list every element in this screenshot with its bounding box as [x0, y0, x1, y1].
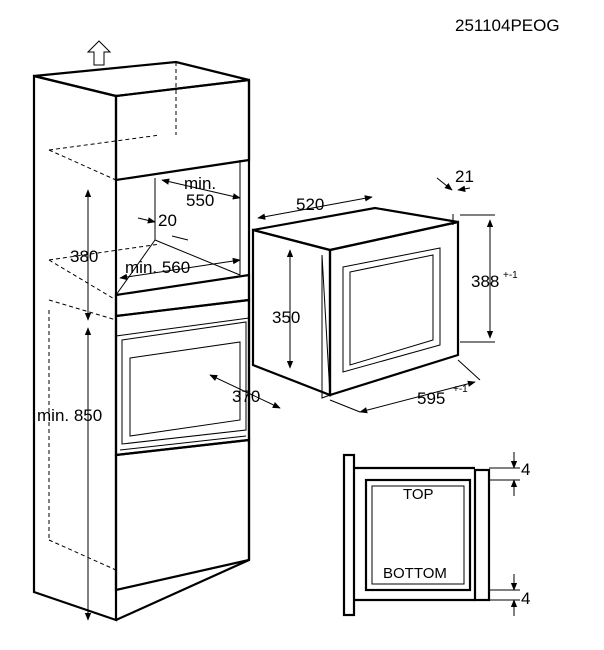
dim-520: 520	[296, 195, 324, 214]
up-arrow-icon	[86, 40, 112, 66]
cabinet-upper-front	[114, 78, 251, 182]
appliance-front	[328, 220, 460, 397]
diagram-code: 251104PEOG	[455, 16, 560, 35]
section-top-label: TOP	[403, 486, 434, 503]
section-right-post	[473, 468, 491, 602]
section-gap-bottom: 4	[521, 589, 530, 608]
dim-388-tolerance: +-1	[503, 270, 518, 281]
appliance-drawing: 520 21 388 +-1 350 595 +-1	[251, 167, 518, 414]
cabinet-drawer	[114, 438, 251, 592]
appliance-door	[342, 247, 441, 373]
dim-595: 595	[417, 389, 445, 408]
dim-595-tolerance: +-1	[453, 384, 468, 395]
dim-min-550-line1: min.	[184, 174, 216, 193]
dim-min-550-line2: 550	[186, 191, 214, 210]
cabinet-drawing: min. 550 20 380 min. 560 370 min. 850	[32, 40, 281, 622]
dim-min-850: min. 850	[37, 406, 102, 425]
section-appliance-outline	[364, 478, 472, 592]
section-gap-top: 4	[521, 460, 530, 479]
dim-370: 370	[232, 387, 260, 406]
section-drawing: TOP BOTTOM 4 4	[342, 452, 530, 617]
cabinet-side-panel	[32, 74, 118, 622]
dim-21: 21	[455, 167, 474, 186]
dim-20: 20	[158, 211, 177, 230]
dim-350: 350	[272, 308, 300, 327]
section-bottom-label: BOTTOM	[383, 565, 447, 582]
cabinet-top-panel	[33, 60, 250, 98]
dim-min-560: min. 560	[125, 258, 190, 277]
cabinet-shelf	[114, 273, 251, 318]
dim-388: 388	[471, 272, 499, 291]
section-left-post	[342, 453, 356, 617]
dim-380: 380	[70, 247, 98, 266]
